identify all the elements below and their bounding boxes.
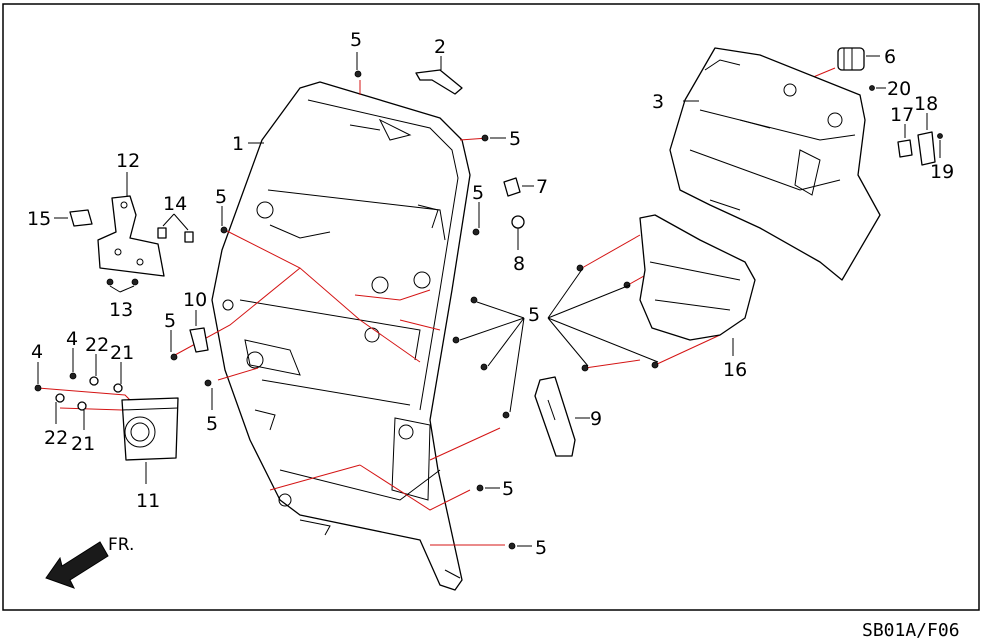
part-19 bbox=[937, 133, 943, 139]
inner-panel-part-1 bbox=[211, 81, 471, 591]
callout-10: 10 bbox=[183, 289, 207, 311]
callout-13: 13 bbox=[109, 299, 133, 321]
callout-labels: 1 2 3 5 5 5 5 5 5 5 5 5 6 7 8 9 10 11 12… bbox=[27, 29, 954, 559]
callout-20: 20 bbox=[887, 78, 911, 100]
speaker-part-11 bbox=[121, 397, 179, 484]
washer-21a bbox=[113, 383, 123, 393]
callout-9: 9 bbox=[590, 408, 602, 430]
callout-5-top: 5 bbox=[350, 29, 362, 51]
screw-4b bbox=[69, 372, 77, 380]
lid-part-9 bbox=[534, 376, 590, 457]
callout-3: 3 bbox=[652, 91, 664, 113]
bracket-group-12-15 bbox=[54, 172, 194, 293]
direction-label: FR. bbox=[108, 535, 134, 555]
callout-17: 17 bbox=[890, 104, 914, 126]
callout-5-bottom: 5 bbox=[535, 537, 547, 559]
callout-5-bottom-left: 5 bbox=[206, 413, 218, 435]
inner-cover-part-16 bbox=[639, 214, 756, 356]
callout-21-upper: 21 bbox=[110, 342, 134, 364]
callout-5-right-top: 5 bbox=[509, 128, 521, 150]
small-parts-17-20 bbox=[869, 85, 943, 166]
callout-5-left: 5 bbox=[215, 186, 227, 208]
part-20-nut bbox=[869, 85, 875, 91]
washer-22b bbox=[55, 393, 65, 403]
callout-6: 6 bbox=[884, 46, 896, 68]
washers-21-22 bbox=[34, 348, 123, 430]
part-8 bbox=[511, 215, 525, 229]
callout-5-lower-right: 5 bbox=[502, 478, 514, 500]
screws-part-5 bbox=[170, 70, 659, 550]
glove-box-part-3 bbox=[669, 47, 881, 281]
callout-8: 8 bbox=[513, 253, 525, 275]
part-17 bbox=[897, 139, 913, 158]
front-direction-arrow: FR. bbox=[45, 535, 134, 589]
washer-21b bbox=[77, 401, 87, 411]
part-14-a bbox=[157, 227, 167, 239]
screw-4a bbox=[34, 384, 42, 392]
part-15 bbox=[69, 209, 93, 227]
callout-5-mid: 5 bbox=[472, 182, 484, 204]
screw-leader-lines bbox=[170, 52, 659, 547]
diagram-code: SB01A/F06 bbox=[862, 620, 960, 641]
callout-5-center: 5 bbox=[528, 304, 540, 326]
washer-22a bbox=[89, 376, 99, 386]
callout-15: 15 bbox=[27, 208, 51, 230]
callout-16: 16 bbox=[723, 359, 747, 381]
clip-part-2 bbox=[415, 56, 463, 95]
callout-22-upper: 22 bbox=[85, 334, 109, 356]
parts-7-8 bbox=[503, 177, 534, 250]
callout-21-lower: 21 bbox=[71, 433, 95, 455]
part-12 bbox=[97, 195, 165, 277]
part-7 bbox=[503, 177, 521, 197]
callout-14: 14 bbox=[163, 193, 187, 215]
callout-1: 1 bbox=[232, 133, 244, 155]
diagram-frame bbox=[2, 3, 980, 611]
part-18 bbox=[917, 131, 936, 166]
callout-22-lower: 22 bbox=[44, 427, 68, 449]
callout-19: 19 bbox=[930, 161, 954, 183]
callout-5-lower-left: 5 bbox=[164, 310, 176, 332]
callout-11: 11 bbox=[136, 490, 160, 512]
callout-4-upper: 4 bbox=[66, 328, 78, 350]
bracket-part-10 bbox=[189, 310, 209, 353]
socket-part-6 bbox=[837, 47, 880, 71]
callout-18: 18 bbox=[914, 93, 938, 115]
part-14-b bbox=[184, 231, 194, 243]
callout-2: 2 bbox=[434, 36, 446, 58]
callout-4-left: 4 bbox=[31, 341, 43, 363]
callout-12: 12 bbox=[116, 150, 140, 172]
callout-7: 7 bbox=[536, 176, 548, 198]
